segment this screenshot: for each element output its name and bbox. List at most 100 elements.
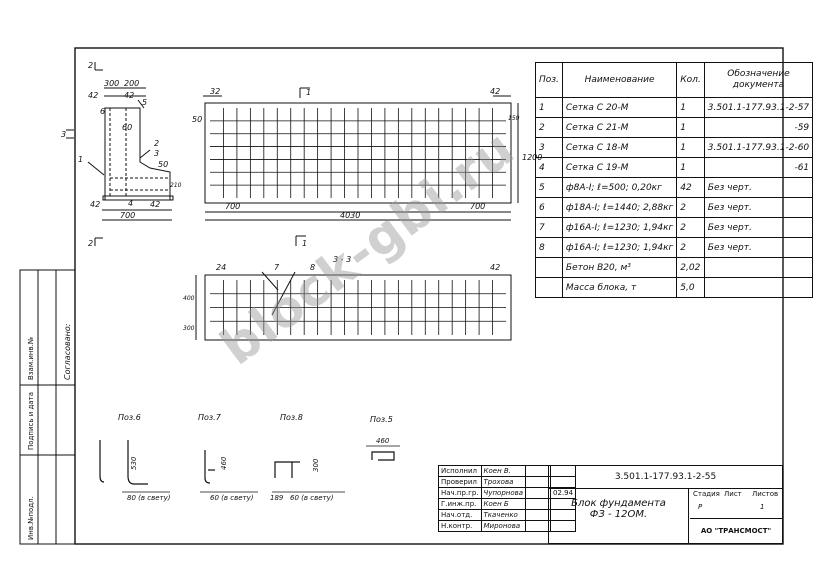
- spec-cell-doc: Без черт.: [703, 197, 813, 218]
- spec-cell-doc: -61: [703, 157, 813, 178]
- person-signature: [525, 487, 552, 499]
- spec-cell-doc: -59: [703, 117, 813, 138]
- spec-cell-pos: 8: [535, 237, 563, 258]
- detail-dim-60-pos7: 60 (в свету): [210, 494, 254, 502]
- detail-dim-60-pos8: 60 (в свету): [290, 494, 334, 502]
- title-stage-box: Стадия Лист Листов Р 1: [690, 488, 782, 519]
- person-role: Г.инж.пр.: [438, 498, 482, 510]
- plan-dim-32: 32: [210, 87, 220, 96]
- person-name: Трохова: [480, 476, 527, 488]
- spec-cell-qty: 5,0: [676, 277, 705, 298]
- title-line2: ФЗ - 12ОМ.: [589, 509, 648, 520]
- person-signature: [525, 476, 552, 488]
- spec-cell-name: ф16А-I; ℓ=1230; 1,94кг: [561, 237, 678, 258]
- ref-1: 1: [78, 155, 83, 164]
- specification-table: Поз. Наименование Кол. Обозначение докум…: [535, 62, 813, 298]
- plan-cut-bottom: 1: [302, 239, 307, 248]
- sec33-dim-400: 400: [183, 295, 195, 302]
- dim-700: 700: [120, 211, 135, 220]
- detail-dim-530: 530: [130, 456, 138, 470]
- title-org: АО "ТРАНСМОСТ": [700, 527, 772, 535]
- title-line1: Блок фундамента: [571, 498, 666, 509]
- cut-label-2-bottom: 2: [88, 239, 93, 248]
- detail-pos5: [366, 445, 400, 461]
- plan-dim-700-right: 700: [470, 202, 485, 211]
- dim-42-c: 42: [90, 200, 100, 209]
- section-2-2: [66, 62, 174, 246]
- person-role: Проверил: [438, 476, 482, 488]
- spec-cell-doc: 3.501.1-177.93.1-2-57: [703, 97, 813, 118]
- spec-cell-name: Сетка С 19-М: [561, 157, 678, 178]
- detail-pos8: [272, 461, 345, 493]
- spec-cell-name: Масса блока, т: [561, 277, 678, 298]
- ref-3: 3: [154, 149, 159, 158]
- section-2-2-labels: 2 2 300 200 42 42 42 42 60 50 210 700 6 …: [61, 61, 182, 248]
- detail-title-pos7: Поз.7: [198, 413, 222, 422]
- spec-cell-pos: 6: [535, 197, 563, 218]
- dim-60: 60: [122, 123, 132, 132]
- plan-cut-top: 1: [306, 88, 311, 97]
- sheets-value: 1: [760, 503, 765, 511]
- cut-label-2-top: 2: [88, 61, 93, 70]
- spec-cell-qty: 2: [676, 237, 705, 258]
- person-name: Миронова: [480, 520, 527, 532]
- detail-dim-460: 460: [220, 456, 228, 470]
- stamp-agreed: Согласовано:: [63, 323, 72, 380]
- detail-title-pos5: Поз.5: [370, 415, 393, 424]
- dim-210: 210: [170, 182, 182, 189]
- spec-cell-qty: 2: [676, 197, 705, 218]
- sec33-dim-300: 300: [183, 325, 195, 332]
- cut-label-3: 3: [61, 130, 66, 139]
- stamp-inv-podl: Инв.№подл.: [27, 496, 35, 540]
- spec-cell-name: ф16А-I; ℓ=1230; 1,94кг: [561, 217, 678, 238]
- spec-cell-doc: Без черт.: [703, 237, 813, 258]
- person-signature: [525, 498, 552, 510]
- spec-header-pos: Поз.: [535, 62, 563, 98]
- drawing-canvas: 2 2 300 200 42 42 42 42 60 50 210 700 6 …: [19, 47, 784, 545]
- person-role: Н.контр.: [438, 520, 482, 532]
- stamp-signature-date: Подпись и дата: [27, 392, 35, 450]
- person-name: Ткаченко: [480, 509, 527, 521]
- ref-5: 5: [142, 98, 147, 107]
- left-stamp: [19, 269, 76, 545]
- spec-cell-doc: [703, 257, 813, 278]
- spec-header-qty: Кол.: [676, 62, 705, 98]
- ref-4: 4: [128, 199, 133, 208]
- spec-cell-qty: 1: [676, 97, 705, 118]
- plan-dim-50: 50: [192, 115, 202, 124]
- left-stamp-labels: Инв.№подл. Подпись и дата Взам.инв.№ Сог…: [27, 323, 72, 540]
- spec-cell-qty: 1: [676, 157, 705, 178]
- person-date: [550, 520, 577, 532]
- spec-cell-qty: 2,02: [676, 257, 705, 278]
- spec-cell-pos: 7: [535, 217, 563, 238]
- ref-8: 8: [310, 263, 315, 272]
- spec-cell-doc: Без черт.: [703, 177, 813, 198]
- spec-cell-qty: 1: [676, 137, 705, 158]
- spec-cell-doc: [703, 277, 813, 298]
- spec-cell-name: Сетка С 21-М: [561, 117, 678, 138]
- detail-title-pos6: Поз.6: [118, 413, 141, 422]
- person-name: Коен Б: [480, 498, 527, 510]
- spec-cell-name: Сетка С 20-М: [561, 97, 678, 118]
- dim-42-a: 42: [88, 91, 98, 100]
- stage-value: Р: [698, 503, 703, 511]
- stamp-vzam-inv: Взам.инв.№: [27, 337, 35, 380]
- sheets-label: Листов: [752, 490, 779, 498]
- plan-dim-700-left: 700: [225, 202, 240, 211]
- detail-dim-80: 80 (в свету): [127, 494, 171, 502]
- dim-42-d: 42: [150, 200, 160, 209]
- dim-200: 200: [124, 79, 139, 88]
- section-3-3-labels: 3 - 3 7 8 24 42 400 300: [183, 255, 500, 332]
- spec-cell-doc: Без черт.: [703, 217, 813, 238]
- person-role: Нач.пр.гр.: [438, 487, 482, 499]
- spec-cell-pos: [535, 277, 563, 298]
